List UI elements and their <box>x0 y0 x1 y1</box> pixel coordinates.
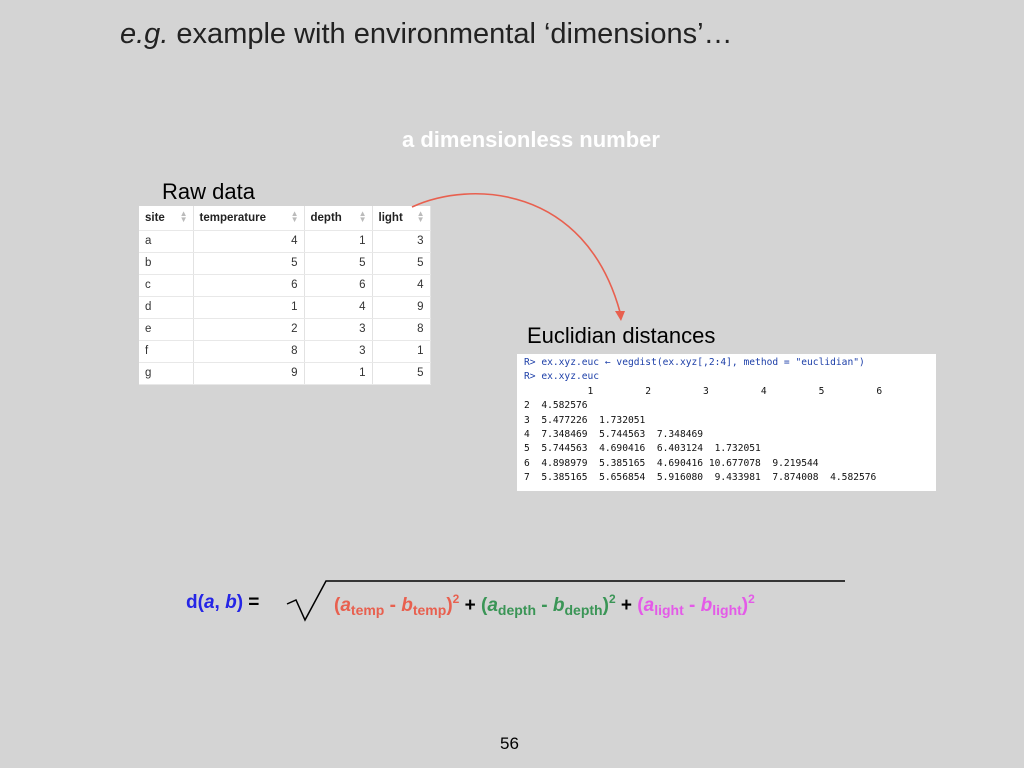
title-prefix: e.g. <box>120 18 169 50</box>
console-command: R> ex.xyz.euc ← vegdist(ex.xyz[,2:4], me… <box>524 357 865 368</box>
sort-icon: ▲▼ <box>290 209 299 224</box>
table-cell: 4 <box>372 274 431 297</box>
console-line: 6 4.898979 5.385165 4.690416 10.677078 9… <box>524 457 819 469</box>
console-line: 5 5.744563 4.690416 6.403124 1.732051 <box>524 443 761 455</box>
table-cell: 3 <box>372 230 431 253</box>
table-cell: d <box>139 296 194 319</box>
table-cell: 5 <box>304 252 373 275</box>
column-header-depth[interactable]: depth▲▼ <box>304 206 373 231</box>
console-line: 7 5.385165 5.656854 5.916080 9.433981 7.… <box>524 472 877 484</box>
raw-data-label: Raw data <box>162 179 255 204</box>
table-cell: e <box>139 318 194 341</box>
r-console-output: R> ex.xyz.euc ← vegdist(ex.xyz[,2:4], me… <box>517 354 936 491</box>
table-cell: b <box>139 252 194 275</box>
dimensionless-callout: a dimensionless number <box>402 127 660 152</box>
table-cell: a <box>139 230 194 253</box>
euclidian-distances-label: Euclidian distances <box>527 323 716 348</box>
table-cell: c <box>139 274 194 297</box>
table-cell: 6 <box>304 274 373 297</box>
column-header-site[interactable]: site▲▼ <box>139 206 194 231</box>
term-temperature: (atemp - btemp)2 <box>334 592 460 618</box>
table-cell: 8 <box>372 318 431 341</box>
table-cell: f <box>139 340 194 363</box>
page-number: 56 <box>500 734 519 753</box>
console-line: 3 5.477226 1.732051 <box>524 414 646 426</box>
table-cell: 4 <box>193 230 305 253</box>
console-command: R> ex.xyz.euc <box>524 371 600 383</box>
formula-lhs: d(a, b) = <box>186 592 260 613</box>
column-header-temperature[interactable]: temperature▲▼ <box>193 206 305 231</box>
table-cell: 5 <box>193 252 305 275</box>
formula-rhs: (atemp - btemp)2 + (adepth - bdepth)2 + … <box>334 592 755 618</box>
table-cell: 8 <box>193 340 305 363</box>
title-text: example with environmental ‘dimensions’… <box>168 18 733 50</box>
table-cell: 1 <box>304 362 373 385</box>
table-header-row: site▲▼ temperature▲▼ depth▲▼ light▲▼ <box>139 206 431 231</box>
sort-icon: ▲▼ <box>179 209 188 224</box>
term-light: (alight - blight)2 <box>637 592 755 618</box>
slide-title: e.g. example with environmental ‘dimensi… <box>120 18 733 51</box>
console-line: 1 2 3 4 5 6 <box>524 385 883 397</box>
table-cell: 5 <box>372 362 431 385</box>
table-cell: 5 <box>372 252 431 275</box>
table-cell: 3 <box>304 318 373 341</box>
sort-icon: ▲▼ <box>416 209 425 224</box>
term-depth: (adepth - bdepth)2 <box>480 592 616 618</box>
table-cell: 2 <box>193 318 305 341</box>
sort-icon: ▲▼ <box>358 209 367 224</box>
table-cell: 3 <box>304 340 373 363</box>
column-header-light[interactable]: light▲▼ <box>372 206 431 231</box>
table-cell: 9 <box>193 362 305 385</box>
arrow-curve <box>411 193 621 313</box>
table-cell: 1 <box>193 296 305 319</box>
table-cell: 9 <box>372 296 431 319</box>
table-cell: 4 <box>304 296 373 319</box>
table-cell: 6 <box>193 274 305 297</box>
arrow-head-icon <box>615 311 625 321</box>
console-line: 2 4.582576 <box>524 400 588 412</box>
console-line: 4 7.348469 5.744563 7.348469 <box>524 428 704 440</box>
table-cell: g <box>139 362 194 385</box>
table-cell: 1 <box>304 230 373 253</box>
table-cell: 1 <box>372 340 431 363</box>
